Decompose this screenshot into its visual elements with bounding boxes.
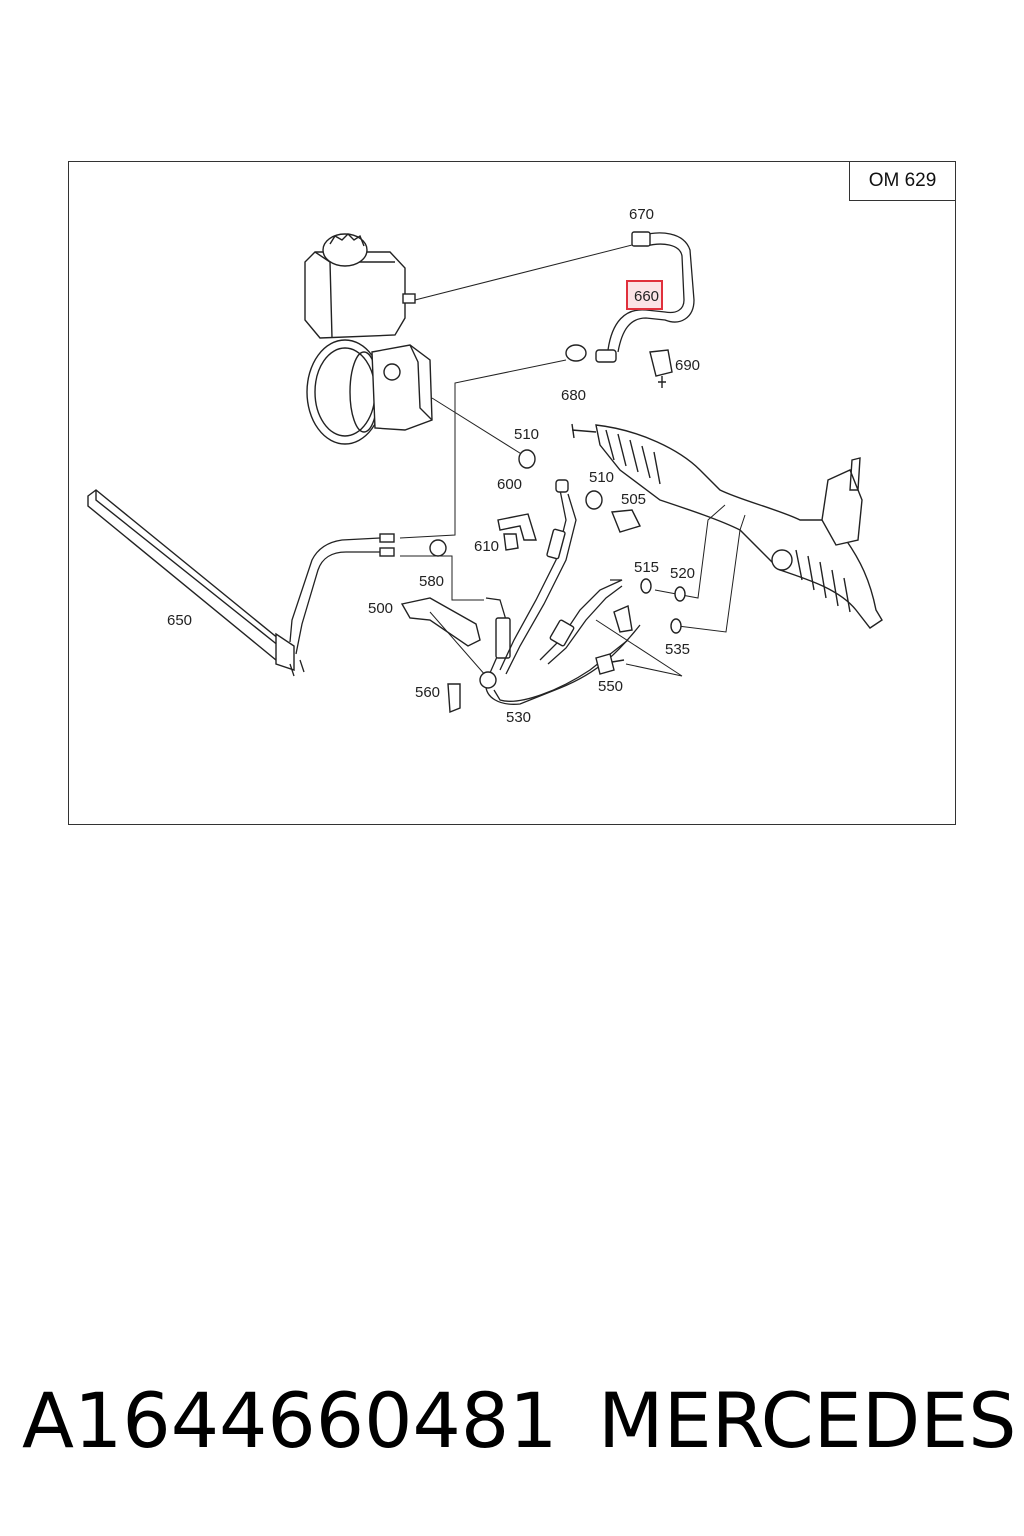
callout-660-highlighted[interactable]: 660	[626, 280, 664, 310]
brand-name: MERCEDES	[598, 1376, 1017, 1465]
callout-530[interactable]: 530	[506, 709, 532, 726]
seal-515	[640, 578, 652, 594]
power-steering-pump	[304, 233, 433, 445]
seal-510a	[518, 449, 536, 469]
engine-code-tag: OM 629	[849, 161, 956, 201]
pressure-hose-530	[485, 479, 641, 705]
callout-520[interactable]: 520	[670, 565, 696, 582]
bolt-505	[611, 509, 641, 533]
leader-510a	[431, 397, 524, 456]
seal-520	[674, 586, 686, 602]
bracket-500	[400, 597, 481, 647]
callout-515[interactable]: 515	[634, 559, 660, 576]
clamp-680	[399, 344, 587, 539]
callout-600[interactable]: 600	[497, 476, 523, 493]
callout-690[interactable]: 690	[675, 357, 701, 374]
diagram-frame	[68, 161, 956, 825]
callout-560[interactable]: 560	[415, 684, 441, 701]
callout-510-second[interactable]: 510	[589, 469, 615, 486]
leader-670	[414, 242, 641, 301]
part-number: A1644660481	[22, 1376, 558, 1465]
bolt-550	[595, 619, 683, 677]
clamp-580	[400, 539, 484, 601]
callout-670[interactable]: 670	[629, 206, 655, 223]
callout-510[interactable]: 510	[514, 426, 540, 443]
oil-cooler-650	[87, 489, 395, 677]
callout-535[interactable]: 535	[665, 641, 691, 658]
callout-650[interactable]: 650	[167, 612, 193, 629]
seal-510b	[585, 490, 603, 510]
bolt-610	[503, 533, 519, 551]
leader-500	[429, 611, 487, 677]
callout-680[interactable]: 680	[561, 387, 587, 404]
steering-rack	[571, 423, 883, 629]
clip-690	[649, 349, 673, 388]
callout-580[interactable]: 580	[419, 573, 445, 590]
bolt-560	[447, 683, 461, 714]
leader-535	[677, 514, 746, 633]
return-hose	[595, 231, 695, 363]
callout-610[interactable]: 610	[474, 538, 500, 555]
callout-500[interactable]: 500	[368, 600, 394, 617]
callout-550[interactable]: 550	[598, 678, 624, 695]
callout-505[interactable]: 505	[621, 491, 647, 508]
bracket-600	[497, 513, 537, 541]
seal-535	[670, 618, 682, 634]
fitting-530	[479, 671, 497, 689]
